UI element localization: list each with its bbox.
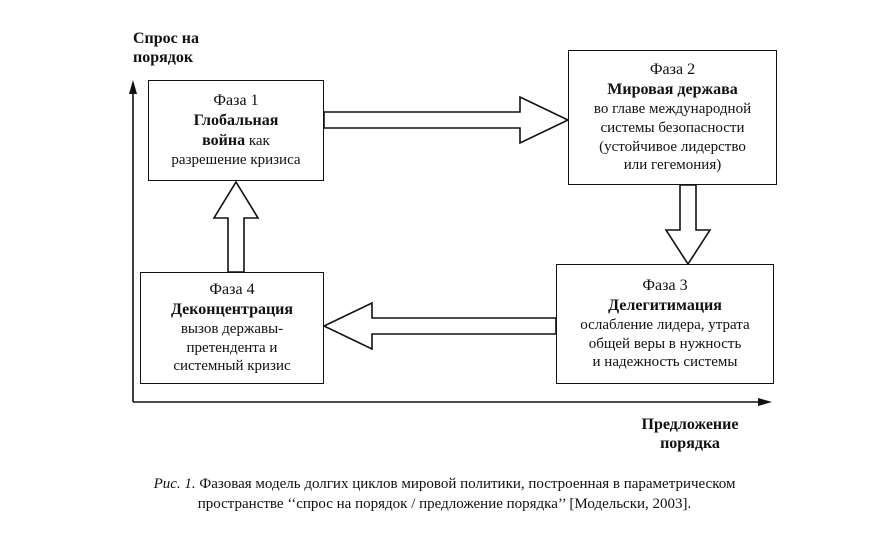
phase1-box: Фаза 1 Глобальная война как разрешение к… [148,80,324,181]
phase1-bold-line2-wrap: война как [202,131,270,151]
arrow-phase3-to-phase4 [322,301,557,351]
arrow-phase2-to-phase3 [664,184,712,266]
phase3-desc-line3: и надежность системы [592,354,738,371]
x-axis-arrowhead [758,398,772,406]
phase4-desc-line2: претендента и [186,339,278,356]
caption-line1: Фазовая модель долгих циклов мировой пол… [195,476,736,492]
phase3-desc-line1: ослабление лидера, утрата [580,316,750,333]
phase1-inline-tail: как [245,133,270,150]
caption-line2: пространстве ‘‘спрос на порядок / предло… [197,496,692,513]
phase2-desc-line2: системы безопасности [600,119,745,136]
phase2-desc-line3: (устойчивое лидерство [599,138,746,155]
caption-prefix: Рис. 1. [153,476,196,492]
arrow-phase4-to-phase1 [212,180,260,273]
x-axis-label-line2: порядка [660,435,720,453]
y-axis-label: Спрос на порядок [133,29,199,67]
phase4-box: Фаза 4 Деконцентрация вызов державы- пре… [140,272,324,384]
x-axis-label-line1: Предложение [641,416,739,433]
phase2-title: Фаза 2 [649,61,696,78]
phase2-box: Фаза 2 Мировая держава во главе междунар… [568,50,777,185]
y-axis-label-line1: Спрос на [133,30,199,47]
caption-line1-wrap: Рис. 1. Фазовая модель долгих циклов мир… [20,474,869,494]
phase4-bold-line1: Деконцентрация [170,300,294,318]
figure-caption: Рис. 1. Фазовая модель долгих циклов мир… [20,474,869,515]
phase1-bold-line1: Глобальная [193,112,279,130]
phase2-desc-line4: или гегемония) [623,157,722,174]
x-axis-label: Предложение порядка [620,415,760,453]
phase4-title: Фаза 4 [209,280,255,298]
y-axis-arrowhead [129,80,137,94]
y-axis-label-line2: порядок [133,49,194,67]
phase3-desc-line2: общей веры в нужность [588,335,742,352]
phase2-bold-line1: Мировая держава [607,81,738,98]
phase3-box: Фаза 3 Делегитимация ослабление лидера, … [556,264,774,384]
phase2-desc-line1: во главе международной [593,101,752,117]
phase1-desc-line1: разрешение кризиса [171,152,301,169]
phase3-bold-line1: Делегитимация [608,296,722,314]
phase1-title: Фаза 1 [213,92,259,110]
phase3-title: Фаза 3 [642,276,688,294]
phase4-desc-line3: системный кризис [173,358,291,375]
arrow-phase1-to-phase2 [323,95,570,145]
phase4-desc-line1: вызов державы- [180,320,284,337]
phase1-bold-line2: война [202,132,246,150]
